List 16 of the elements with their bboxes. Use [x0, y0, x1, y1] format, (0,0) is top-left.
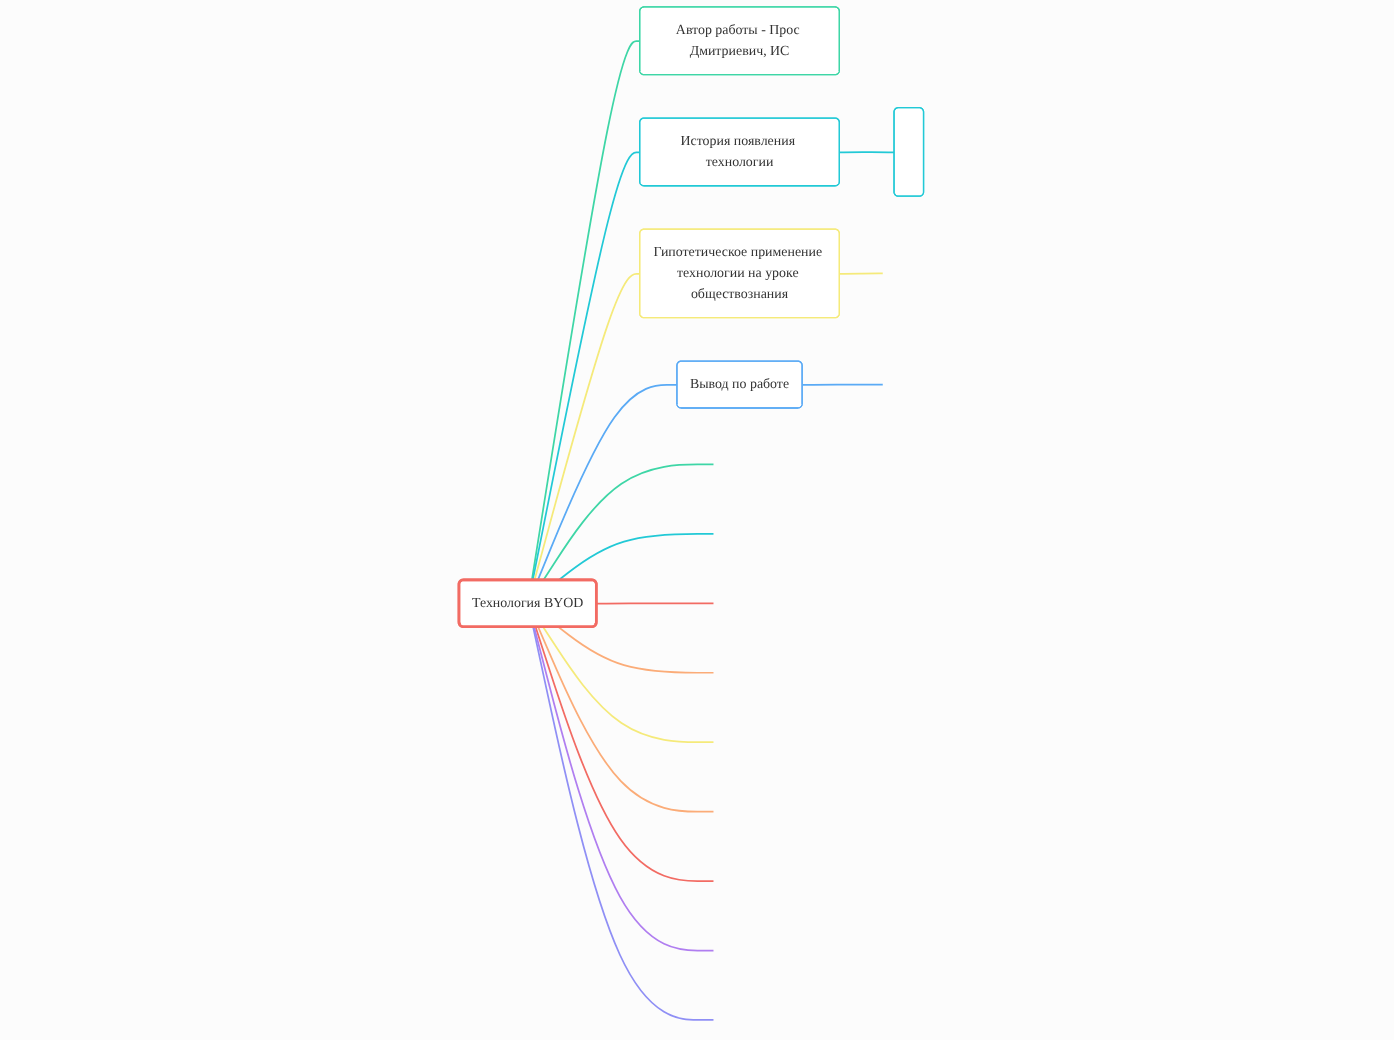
connector-line: [531, 40, 642, 582]
connector-line: [542, 463, 715, 582]
connector-line: [536, 384, 679, 582]
connector-line: [595, 602, 715, 605]
connector-line: [533, 272, 642, 582]
connector-line: [801, 383, 884, 386]
connector-line: [557, 626, 715, 674]
connector-line: [537, 626, 715, 813]
connector-line: [839, 151, 896, 154]
connector-line: [531, 151, 642, 582]
connector-line: [557, 533, 715, 582]
connector-line: [533, 626, 715, 952]
connector-line: [534, 626, 715, 882]
connector-line: [839, 272, 884, 275]
connector-line: [532, 626, 715, 1021]
connector-line: [542, 626, 715, 744]
